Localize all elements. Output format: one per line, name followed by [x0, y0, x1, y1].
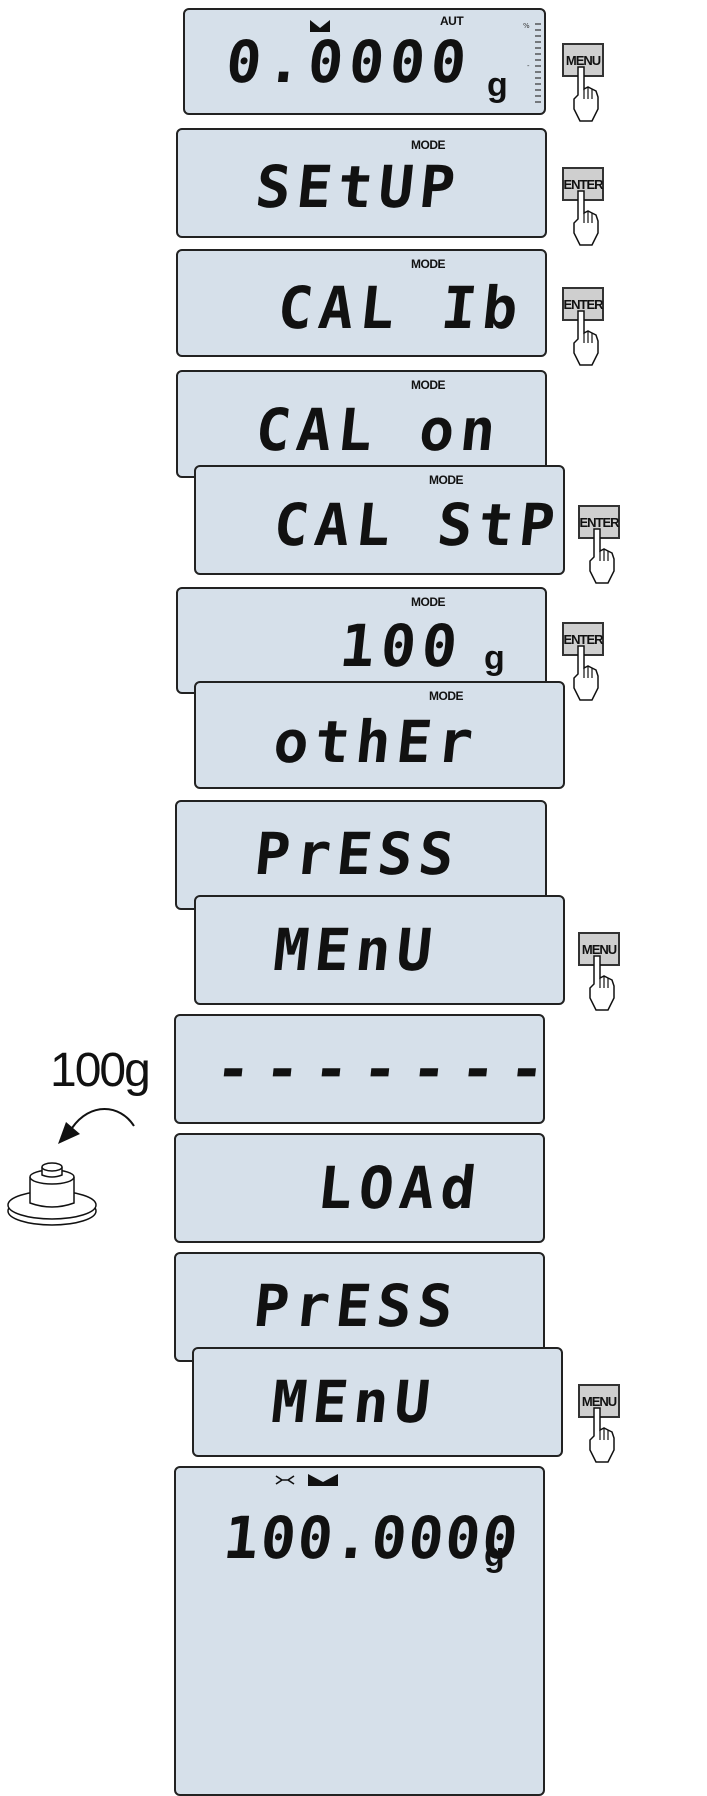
enter-key[interactable]: ENTER — [562, 287, 612, 366]
lcd-readout: PrESS — [250, 1272, 463, 1340]
lcd-readout: MEnU — [270, 916, 442, 984]
pointing-hand-icon — [589, 528, 615, 584]
lcd-display-setup: MODE SEtUP — [176, 128, 547, 238]
lcd-readout: CAL Ib — [274, 274, 528, 342]
lcd-display-zero: AUT 0.0000 g % - — [183, 8, 546, 115]
pointing-hand-icon — [573, 645, 599, 701]
unit-label: g — [484, 1536, 505, 1574]
lcd-readout: othEr — [270, 708, 483, 776]
pointing-hand-icon — [573, 310, 599, 366]
pointing-hand-icon — [589, 955, 615, 1011]
mode-indicator: MODE — [411, 595, 446, 609]
mode-indicator: MODE — [411, 138, 446, 152]
enter-key[interactable]: ENTER — [562, 167, 612, 246]
lcd-readout: CAL StP — [270, 491, 565, 559]
zero-indicator-icon — [275, 1475, 295, 1485]
lcd-display-menu: MEnU — [194, 895, 565, 1005]
lcd-display-press: PrESS — [174, 1252, 545, 1362]
lcd-display-press: PrESS — [175, 800, 547, 910]
lcd-display-other: MODE othEr — [194, 681, 565, 789]
enter-key-label: ENTER — [562, 167, 604, 201]
lcd-readout: PrESS — [251, 820, 464, 888]
lcd-readout: ------- — [212, 1035, 563, 1103]
lcd-readout: CAL on — [252, 396, 505, 464]
curved-arrow-icon — [58, 1108, 135, 1144]
menu-key[interactable]: MENU — [562, 43, 612, 122]
menu-key[interactable]: MENU — [578, 932, 628, 1011]
lcd-display-final: 100.0000 g — [174, 1466, 545, 1796]
enter-key[interactable]: ENTER — [562, 622, 612, 701]
pointing-hand-icon — [573, 190, 599, 246]
mode-indicator: MODE — [429, 689, 464, 703]
lcd-readout: LOAd — [314, 1154, 486, 1222]
mode-indicator: MODE — [429, 473, 464, 487]
lcd-display-cal-on: MODE CAL on — [176, 370, 547, 478]
mode-indicator: MODE — [411, 378, 446, 392]
weight-label: 100g — [50, 1044, 151, 1097]
enter-key[interactable]: ENTER — [578, 505, 628, 584]
stable-marker-icon — [308, 1474, 338, 1486]
calibration-weight-icon — [7, 1162, 97, 1226]
menu-key[interactable]: MENU — [578, 1384, 628, 1463]
lcd-display-cal-ib: MODE CAL Ib — [176, 249, 547, 357]
mode-indicator: MODE — [411, 257, 446, 271]
lcd-readout: SEtUP — [252, 153, 465, 221]
pointing-hand-icon — [589, 1407, 615, 1463]
stable-marker-icon — [310, 20, 330, 32]
pointing-hand-icon — [573, 66, 599, 122]
bargraph-icon: % - — [523, 22, 541, 103]
lcd-display-dashes: ------- — [174, 1014, 562, 1124]
auto-indicator: AUT — [440, 14, 464, 28]
svg-text:-: - — [527, 62, 530, 70]
lcd-display-cal-stp: MODE CAL StP — [194, 465, 565, 575]
svg-text:%: % — [523, 22, 530, 30]
lcd-display-menu: MEnU — [192, 1347, 563, 1457]
lcd-readout: MEnU — [268, 1368, 440, 1436]
unit-label: g — [484, 639, 505, 677]
lcd-display-load: LOAd — [174, 1133, 545, 1243]
unit-label: g — [487, 66, 508, 104]
lcd-display-100g: MODE 100 g — [176, 587, 547, 694]
